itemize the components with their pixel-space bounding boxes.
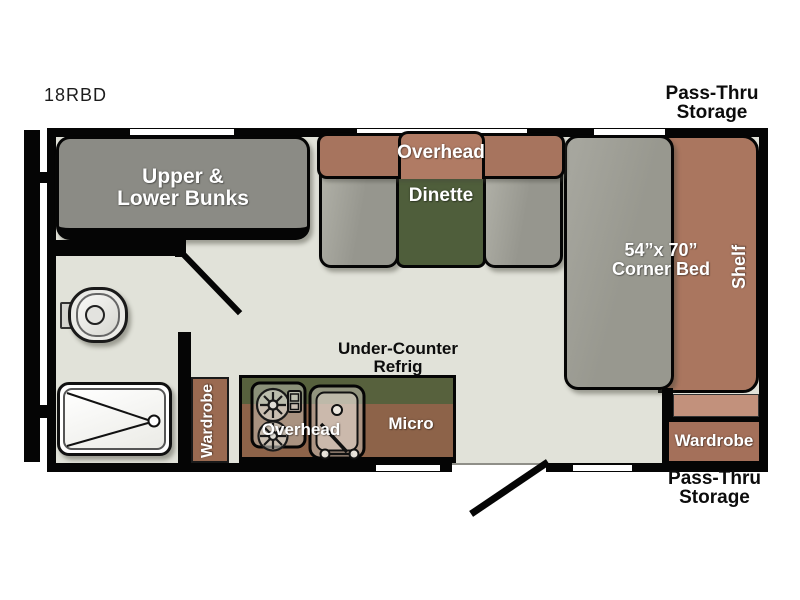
wall-right bbox=[759, 128, 768, 472]
bedroom-wardrobe bbox=[664, 417, 764, 466]
kitchen-overhead-label: Overhead bbox=[261, 420, 341, 439]
under-counter-refrig-label: Under-Counter Refrig bbox=[328, 340, 468, 376]
bathroom-wall bbox=[56, 240, 186, 256]
bedroom-wardrobe-label: Wardrobe bbox=[674, 431, 754, 450]
toilet-drain bbox=[85, 305, 105, 325]
rear-storage-line2: Storage bbox=[679, 487, 750, 509]
rear-storage-line1: Pass-Thru bbox=[668, 468, 761, 489]
nightstand bbox=[673, 394, 759, 417]
window-galley bbox=[376, 465, 440, 471]
bunk-beds bbox=[56, 136, 310, 240]
bumper-arm-bottom bbox=[40, 405, 48, 418]
corner-bed-label: 54”x 70” Corner Bed bbox=[581, 241, 741, 278]
bed-size-label: 54”x 70” bbox=[624, 240, 698, 260]
dinette-label: Dinette bbox=[408, 185, 474, 206]
bath-wardrobe-label: Wardrobe bbox=[199, 383, 216, 459]
bumper-bar bbox=[24, 130, 40, 462]
shelf-unit bbox=[658, 135, 759, 393]
hall-wall bbox=[178, 332, 191, 463]
plan-title: 18RBD bbox=[44, 85, 108, 105]
front-storage-label: Pass-Thru Storage bbox=[648, 84, 776, 123]
front-storage-line1: Pass-Thru bbox=[665, 83, 759, 104]
entry-door-threshold bbox=[452, 463, 546, 465]
wall-left bbox=[47, 128, 56, 472]
bunk-label-line1: Upper & bbox=[142, 165, 224, 188]
rear-storage-label: Pass-Thru Storage bbox=[652, 469, 777, 508]
dinette-overhead-label: Overhead bbox=[397, 142, 485, 163]
bed-name-label: Corner Bed bbox=[611, 258, 710, 279]
bunk-label-line2: Lower Bunks bbox=[117, 186, 249, 210]
shower-pan bbox=[63, 388, 166, 450]
window-bed bbox=[594, 129, 665, 135]
micro-label: Micro bbox=[388, 414, 434, 433]
bath-wardrobe bbox=[191, 377, 229, 463]
refrig-label-line2: Refrig bbox=[373, 357, 423, 376]
window-rear-right bbox=[573, 465, 632, 471]
shelf-label: Shelf bbox=[729, 245, 749, 290]
bunk-beds-label: Upper & Lower Bunks bbox=[66, 166, 300, 210]
window-front-left bbox=[130, 129, 234, 135]
refrig-label-line1: Under-Counter bbox=[338, 339, 458, 358]
corner-bed bbox=[564, 135, 674, 390]
bumper-arm-top bbox=[40, 172, 48, 183]
dinette-overhead-center bbox=[398, 131, 485, 179]
front-storage-line2: Storage bbox=[676, 102, 748, 124]
